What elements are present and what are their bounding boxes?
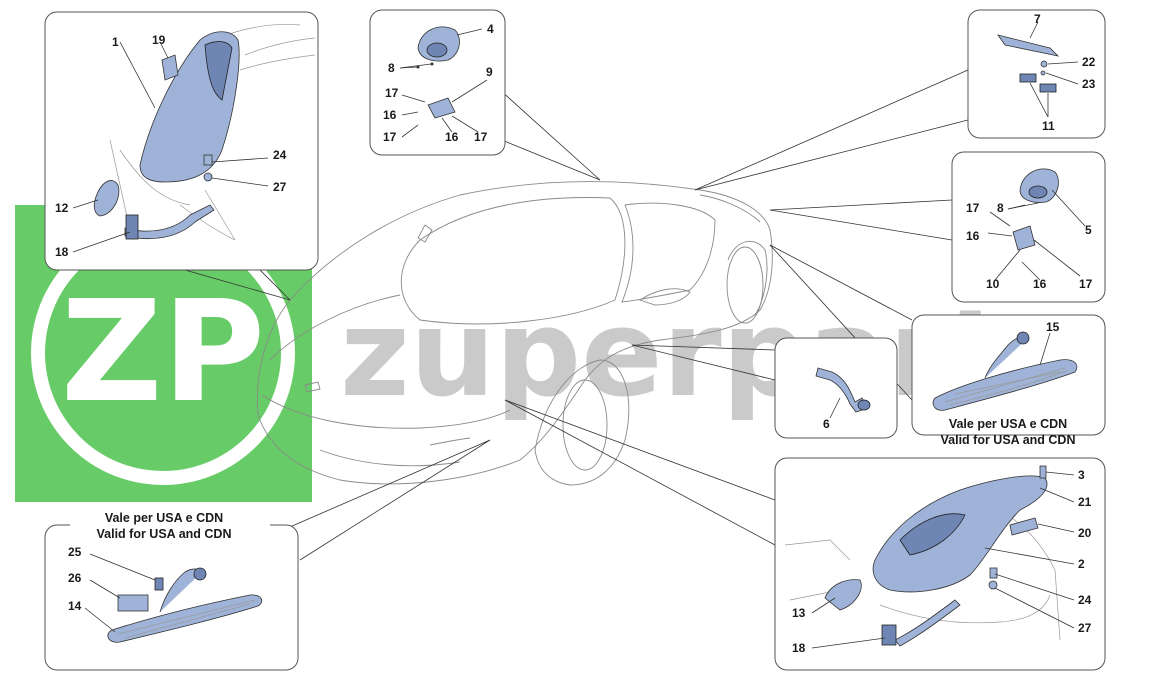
callout-8-mid: 8 bbox=[997, 201, 1004, 215]
bracket-9 bbox=[427, 97, 456, 119]
headlight-lens-rh bbox=[899, 513, 966, 556]
callout-25: 25 bbox=[68, 545, 82, 559]
screw-24-lh bbox=[203, 154, 213, 166]
callout-16-c: 16 bbox=[966, 229, 980, 243]
nut-27-rh bbox=[988, 580, 998, 590]
callout-3: 3 bbox=[1078, 468, 1085, 482]
usa-note-left-line1: Vale per USA e CDN bbox=[105, 511, 223, 525]
usa-note-right-line1: Vale per USA e CDN bbox=[949, 417, 1067, 431]
connector-18-rh bbox=[881, 624, 897, 646]
panel-right-usa: 15 Vale per USA e CDN Valid for USA and … bbox=[911, 314, 1106, 447]
screw-24-rh bbox=[989, 567, 998, 579]
callout-7: 7 bbox=[1034, 12, 1041, 26]
callout-15: 15 bbox=[1046, 320, 1060, 334]
panel-top-left: 1 19 24 27 12 18 bbox=[44, 11, 319, 271]
third-brake-light-7 bbox=[997, 34, 1060, 57]
callout-6: 6 bbox=[823, 417, 830, 431]
callout-24-rh: 24 bbox=[1078, 593, 1092, 607]
nut-22 bbox=[1040, 60, 1048, 68]
callout-18-rh: 18 bbox=[792, 641, 806, 655]
callout-10: 10 bbox=[986, 277, 1000, 291]
headlight-assembly-rh bbox=[872, 475, 1048, 593]
callout-14: 14 bbox=[68, 599, 82, 613]
reflector-13 bbox=[824, 579, 862, 611]
callout-5: 5 bbox=[1085, 223, 1092, 237]
headlight-lens-lh bbox=[204, 41, 233, 101]
callout-27-rh: 27 bbox=[1078, 621, 1092, 635]
panel-frame bbox=[774, 337, 898, 439]
callout-17-a: 17 bbox=[385, 86, 399, 100]
nut-27-lh bbox=[203, 172, 213, 182]
callout-21: 21 bbox=[1078, 495, 1092, 509]
callout-16-a: 16 bbox=[383, 108, 397, 122]
usa-note-bg bbox=[70, 512, 270, 548]
clip-25 bbox=[154, 577, 164, 591]
watermark-logo-text: ZP bbox=[61, 271, 265, 434]
callout-16-b: 16 bbox=[445, 130, 459, 144]
bracket-20 bbox=[1009, 517, 1039, 536]
usa-note-right-line2: Valid for USA and CDN bbox=[941, 433, 1076, 447]
reflector-12 bbox=[93, 180, 120, 217]
callout-13: 13 bbox=[792, 606, 806, 620]
panel-bottom-right: 3 21 20 2 13 24 18 27 bbox=[774, 457, 1106, 671]
bracket-19 bbox=[161, 54, 179, 81]
panel-mid-right: 17 8 5 16 10 16 17 bbox=[951, 151, 1106, 303]
lamp-11-b bbox=[1039, 83, 1057, 93]
callout-26: 26 bbox=[68, 571, 82, 585]
callout-24-lh: 24 bbox=[273, 148, 287, 162]
callout-17-c: 17 bbox=[474, 130, 488, 144]
harness-18-rh bbox=[894, 599, 961, 647]
callout-2: 2 bbox=[1078, 557, 1085, 571]
panel-top-right: 7 22 23 11 bbox=[967, 9, 1106, 139]
screw-3 bbox=[1039, 465, 1047, 479]
callout-17-b: 17 bbox=[383, 130, 397, 144]
car-outline bbox=[256, 181, 773, 486]
callout-11: 11 bbox=[1042, 119, 1055, 133]
usa-note-left-line2: Valid for USA and CDN bbox=[97, 527, 232, 541]
panel-bottom-left-usa: Vale per USA e CDN Valid for USA and CDN… bbox=[44, 511, 299, 671]
callout-23: 23 bbox=[1082, 77, 1096, 91]
callout-8-top: 8 bbox=[388, 61, 395, 75]
panel-top-center: 4 8 9 17 16 17 16 17 bbox=[369, 9, 506, 156]
panel-frame bbox=[369, 9, 506, 156]
washer-23 bbox=[1040, 70, 1046, 76]
callout-17-e: 17 bbox=[1079, 277, 1093, 291]
callout-4: 4 bbox=[487, 22, 494, 36]
connector-18-lh bbox=[125, 214, 139, 240]
lamp-11-a bbox=[1019, 73, 1037, 83]
callout-18-lh: 18 bbox=[55, 245, 69, 259]
callout-16-d: 16 bbox=[1033, 277, 1047, 291]
panel-frame bbox=[967, 9, 1106, 139]
side-reflector-14 bbox=[107, 594, 263, 643]
callout-9: 9 bbox=[486, 65, 493, 79]
pad-26 bbox=[117, 594, 149, 612]
callout-19: 19 bbox=[152, 33, 166, 47]
callout-20: 20 bbox=[1078, 526, 1092, 540]
panel-leaders bbox=[184, 69, 969, 561]
callout-22: 22 bbox=[1082, 55, 1096, 69]
bracket-10 bbox=[1012, 225, 1036, 251]
callout-12: 12 bbox=[55, 201, 69, 215]
callout-17-d: 17 bbox=[966, 201, 980, 215]
panel-center-small: 6 bbox=[774, 337, 898, 439]
callout-27-lh: 27 bbox=[273, 180, 287, 194]
callout-1: 1 bbox=[112, 35, 119, 49]
